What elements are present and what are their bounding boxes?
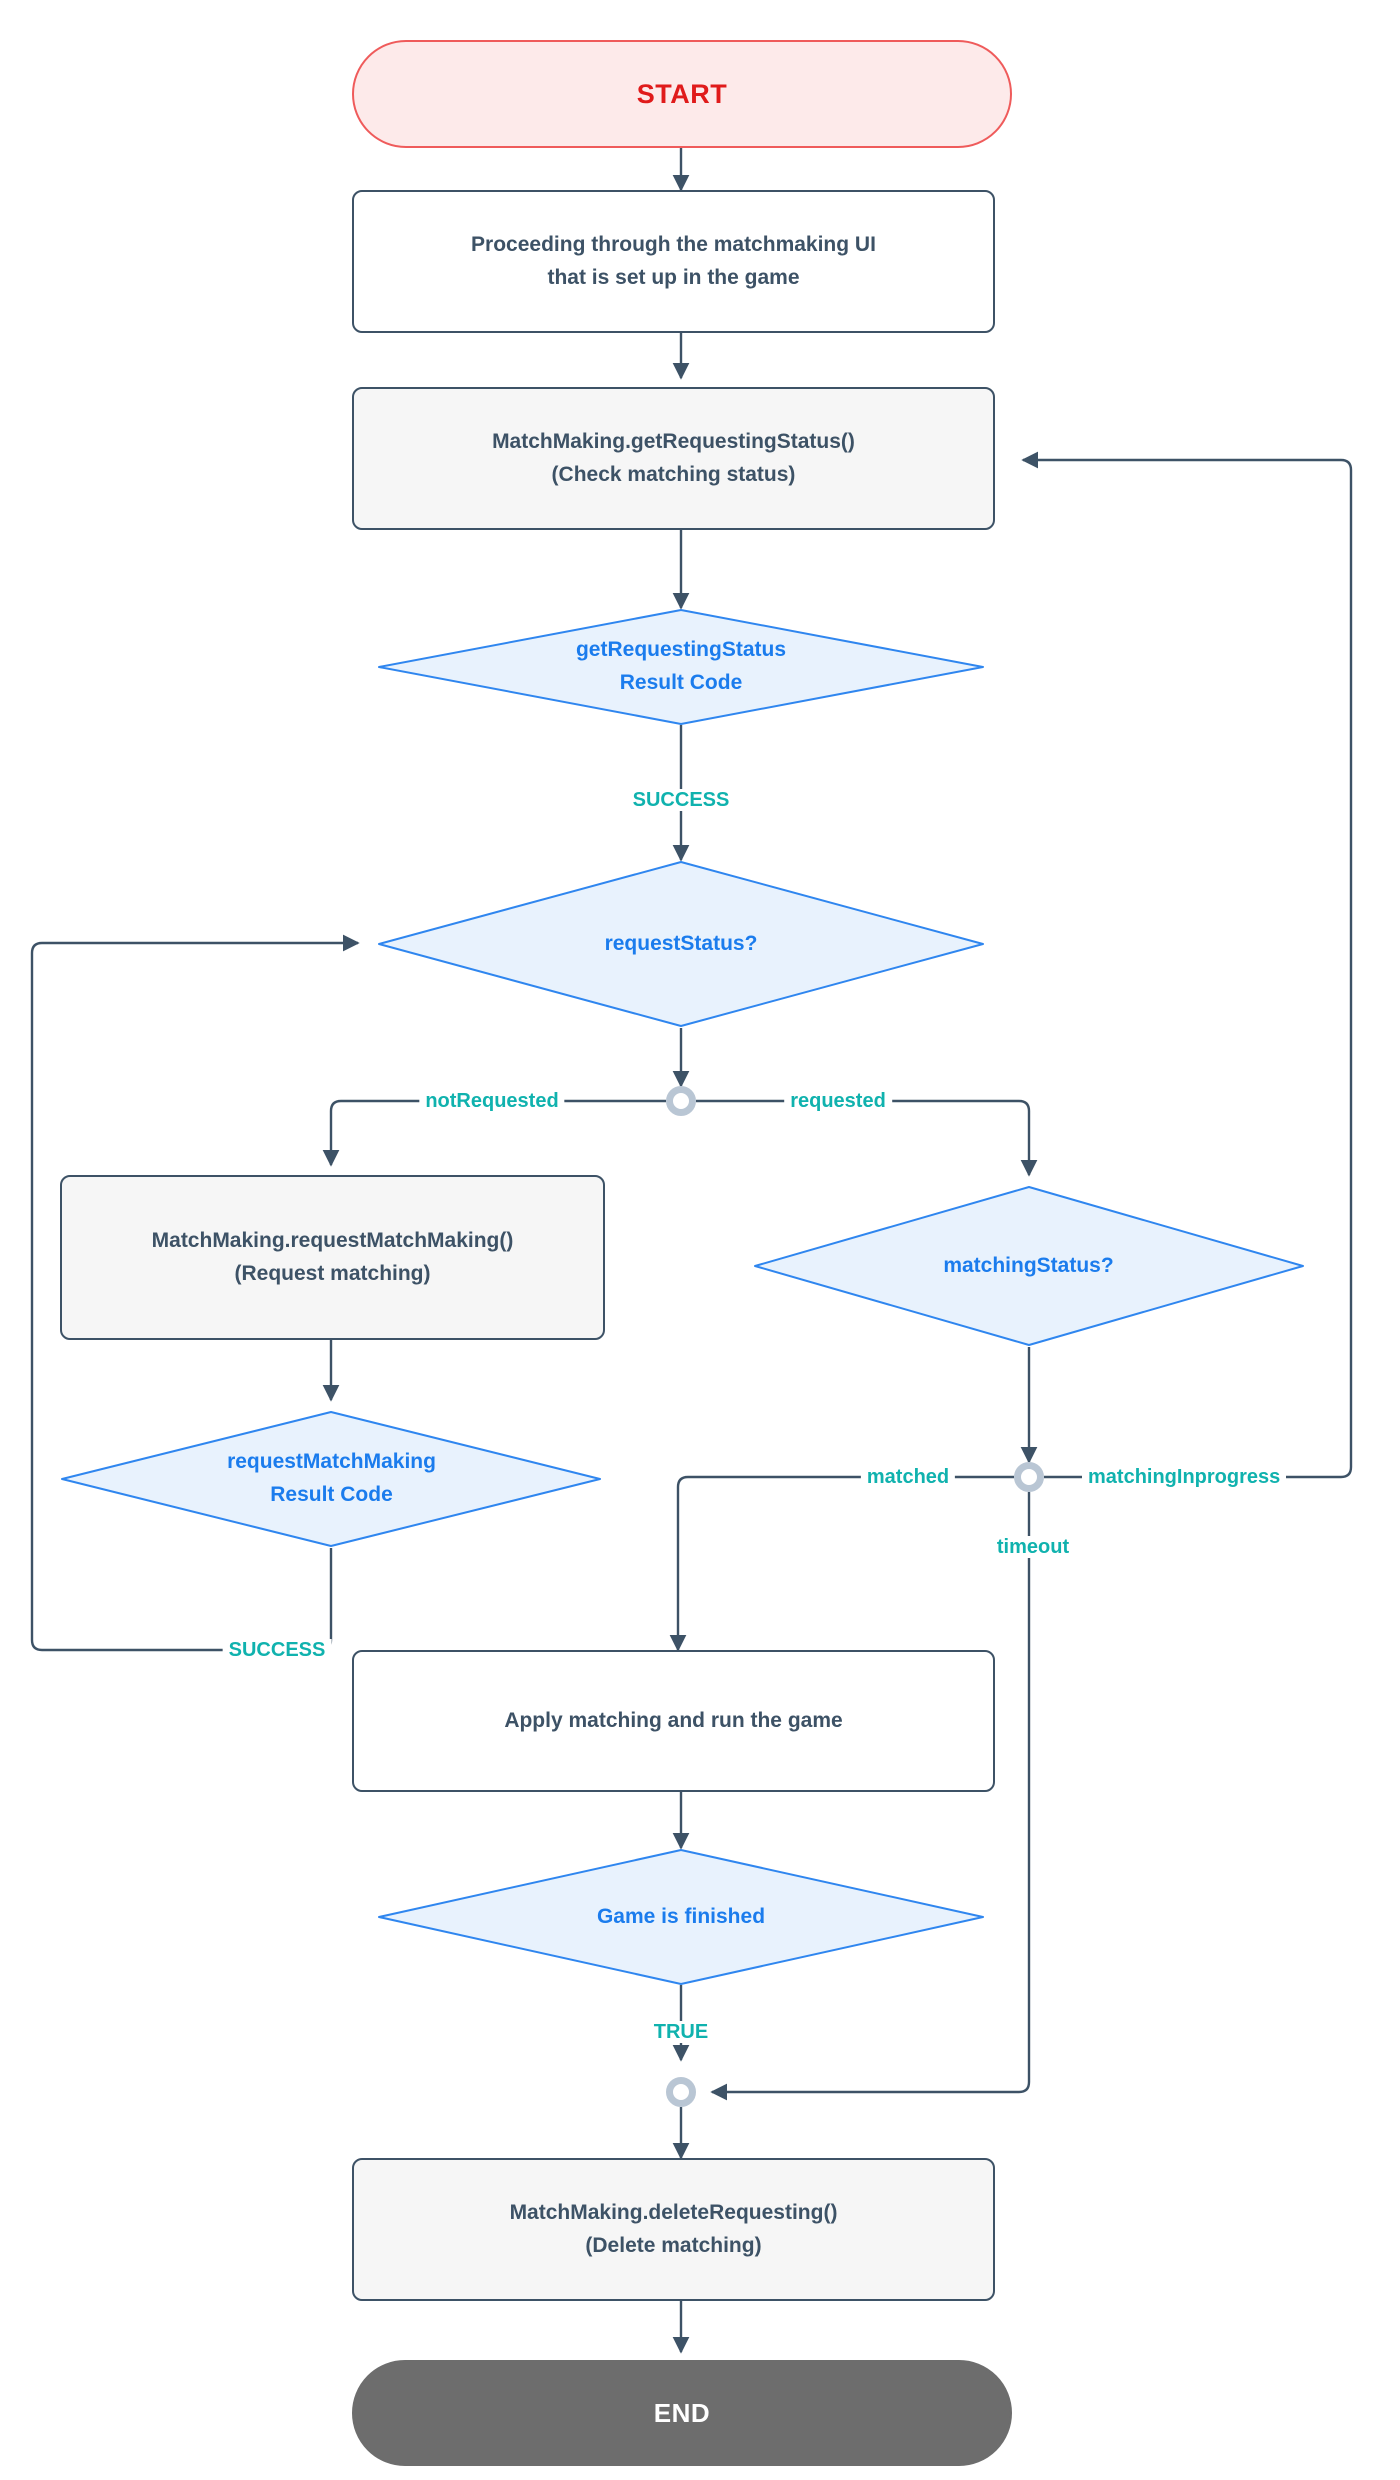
edge-requested — [696, 1099, 1038, 1177]
node-matching-status-decision[interactable]: matchingStatus? — [745, 1185, 1312, 1347]
edge-label-true: TRUE — [647, 2021, 715, 2043]
request-status-split-junction — [666, 1086, 696, 1116]
edge-label-success-request: SUCCESS — [222, 1639, 332, 1661]
edge-label-not-requested: notRequested — [419, 1090, 565, 1112]
edge-matched — [669, 1475, 1014, 1652]
diamond-shape — [369, 860, 993, 1028]
node-apply-matching[interactable]: Apply matching and run the game — [352, 1650, 995, 1792]
node-request-matchmaking-line2: (Request matching) — [234, 1261, 431, 1285]
node-ui-step-line1: Proceeding through the matchmaking UI — [471, 232, 876, 256]
node-game-finished-decision[interactable]: Game is finished — [369, 1848, 993, 1986]
diamond-shape — [745, 1185, 1312, 1347]
diamond-shape — [53, 1410, 610, 1548]
edge-label-requested: requested — [784, 1090, 892, 1112]
node-end[interactable]: END — [352, 2360, 1012, 2466]
node-request-matchmaking-line1: MatchMaking.requestMatchMaking() — [151, 1228, 514, 1252]
node-ui-step[interactable]: Proceeding through the matchmaking UI th… — [352, 190, 995, 333]
diamond-shape — [369, 1848, 993, 1986]
node-get-requesting-status[interactable]: MatchMaking.getRequestingStatus() (Check… — [352, 387, 995, 530]
node-delete-requesting[interactable]: MatchMaking.deleteRequesting() (Delete m… — [352, 2158, 995, 2301]
matching-status-split-junction — [1014, 1462, 1044, 1492]
node-start-label: START — [636, 78, 728, 109]
diamond-shape — [369, 608, 993, 726]
edge-timeout — [710, 1492, 1031, 2101]
edge-label-success-getstatus: SUCCESS — [626, 789, 736, 811]
node-delete-requesting-line2: (Delete matching) — [585, 2233, 762, 2257]
node-delete-requesting-line1: MatchMaking.deleteRequesting() — [509, 2200, 838, 2224]
edge-label-timeout: timeout — [990, 1536, 1076, 1558]
node-apply-matching-label: Apply matching and run the game — [504, 1708, 843, 1732]
node-requestmatchmaking-result-code[interactable]: requestMatchMaking Result Code — [53, 1410, 610, 1548]
node-get-requesting-status-line1: MatchMaking.getRequestingStatus() — [492, 429, 855, 453]
edge-label-matched: matched — [860, 1466, 956, 1488]
node-ui-step-line2: that is set up in the game — [547, 265, 800, 289]
node-request-matchmaking[interactable]: MatchMaking.requestMatchMaking() (Reques… — [60, 1175, 605, 1340]
node-request-status-decision[interactable]: requestStatus? — [369, 860, 993, 1028]
end-merge-junction — [666, 2077, 696, 2107]
edge-label-matching-inprogress: matchingInprogress — [1082, 1466, 1287, 1488]
node-get-requesting-status-line2: (Check matching status) — [551, 462, 796, 486]
node-end-label: END — [653, 2397, 711, 2428]
node-getrequestingstatus-result-code[interactable]: getRequestingStatus Result Code — [369, 608, 993, 726]
node-start[interactable]: START — [352, 40, 1012, 148]
